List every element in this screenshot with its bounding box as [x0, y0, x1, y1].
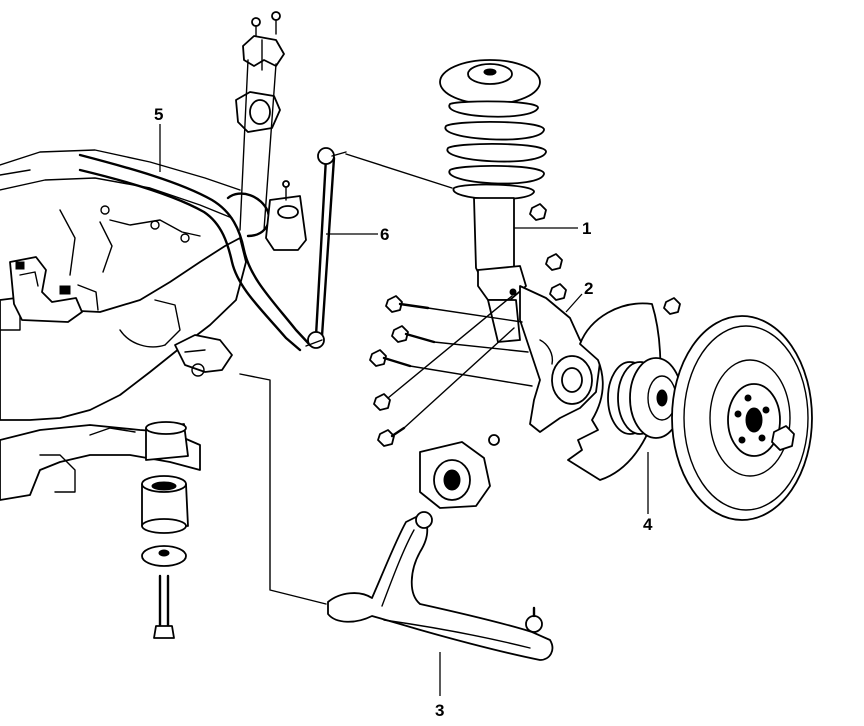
hub-nut-large	[771, 425, 795, 451]
subframe-bushing-upper	[145, 421, 189, 461]
frame-to-arm-line	[239, 373, 327, 605]
knuckle-nut-1	[545, 253, 563, 271]
clamp-bolt-left	[251, 17, 261, 37]
strut-nut-lower-2	[377, 327, 515, 447]
knuckle-nut-2	[549, 283, 567, 301]
callout-leaders	[159, 124, 649, 696]
stabilizer-clamp	[235, 35, 285, 231]
brake-disc	[671, 315, 813, 521]
control-arm-bushing	[419, 434, 500, 509]
callout-2: 2	[584, 279, 593, 298]
link-alignment-line	[345, 153, 453, 189]
subframe-bolt	[153, 574, 175, 639]
knuckle-bolt-1	[385, 295, 523, 323]
hub-nut-small	[663, 297, 681, 315]
callout-1: 1	[582, 219, 591, 238]
frame-mount-bushing	[265, 180, 307, 251]
stabilizer-link	[305, 147, 347, 349]
subframe-washer	[141, 545, 187, 567]
subframe	[0, 149, 247, 501]
strut-assembly	[439, 59, 547, 343]
subframe-bushing-lower	[141, 475, 189, 534]
strut-nut-lower-1	[373, 295, 513, 411]
clamp-bolt-right	[271, 11, 281, 35]
rack-mount-bracket	[9, 256, 99, 323]
callout-6: 6	[380, 225, 389, 244]
callout-3: 3	[435, 701, 444, 720]
knuckle-bolt-3	[369, 349, 533, 387]
lower-control-arm	[327, 511, 554, 661]
callout-4: 4	[643, 515, 653, 534]
strut-nut-top	[529, 203, 547, 221]
callout-5: 5	[154, 105, 163, 124]
frame-bracket	[174, 334, 233, 377]
hub-bearing	[607, 357, 683, 439]
knuckle-bolt-2	[391, 325, 529, 353]
steering-knuckle	[519, 285, 601, 433]
